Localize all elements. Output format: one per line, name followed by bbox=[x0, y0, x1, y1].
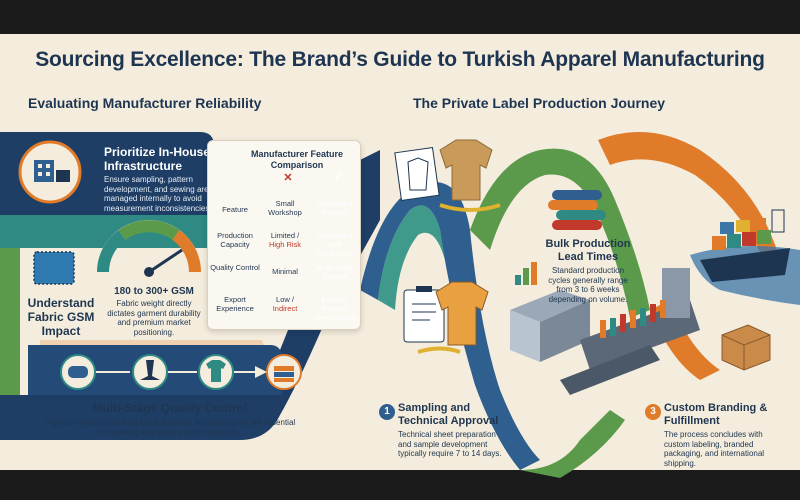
in-house-text: Ensure sampling, pattern development, an… bbox=[104, 175, 212, 213]
row-feature-export: Export Experience bbox=[216, 295, 254, 313]
step-3-badge: 3 bbox=[645, 404, 661, 420]
gsm-text: Fabric weight directly dictates garment … bbox=[107, 299, 201, 337]
row-small-capacity: Limited /High Risk bbox=[268, 231, 302, 249]
orange-shirt-icon bbox=[435, 281, 489, 346]
fabric-swatch-icon bbox=[33, 251, 75, 285]
comparison-title: Manufacturer Feature Comparison bbox=[250, 149, 344, 170]
col-header-feature: Feature bbox=[222, 205, 248, 214]
step-1-badge: 1 bbox=[379, 404, 395, 420]
bulk-title: Bulk Production Lead Times bbox=[545, 238, 631, 263]
comparison-table: Manufacturer Feature Comparison ✕ ✓ Feat… bbox=[207, 140, 361, 330]
gsm-range: 180 to 300+ GSM bbox=[114, 286, 194, 297]
in-house-title: Prioritize In-House Infrastructure bbox=[104, 145, 211, 173]
row-small-quality: Minimal bbox=[272, 267, 298, 276]
qc-step-fabric-roll-icon bbox=[60, 354, 96, 390]
qc-step-shirt-icon bbox=[198, 354, 234, 390]
qc-step-microscope-icon bbox=[132, 354, 168, 390]
center-green-ribbon bbox=[470, 148, 650, 318]
qc-text: Rigorous inspections from fabric arrival… bbox=[44, 418, 296, 437]
gsm-gauge-icon bbox=[97, 220, 201, 277]
measuring-tape-icon bbox=[439, 203, 501, 212]
right-orange-ribbon bbox=[598, 132, 780, 275]
step-1-title: Sampling and Technical Approval bbox=[398, 402, 499, 427]
qc-step-folded-stack-icon bbox=[266, 354, 302, 390]
row-factory-capacity: Structured Bulk Production bbox=[317, 231, 353, 258]
bar-chart-icon bbox=[515, 262, 537, 285]
bottom-green-ribbon bbox=[520, 410, 625, 478]
package-box-icon bbox=[721, 324, 771, 371]
shirt-sample-icon bbox=[439, 139, 493, 201]
qc-title: Multi-Stage Quality Control bbox=[92, 401, 248, 415]
left-section-heading: Evaluating Manufacturer Reliability bbox=[28, 95, 262, 111]
step-3-text: The process concludes with custom labeli… bbox=[664, 430, 765, 468]
tech-sheet-clipboard-icon bbox=[403, 286, 445, 343]
row-feature-capacity: Production Capacity bbox=[217, 231, 253, 249]
gsm-label: Understand Fabric GSM Impact bbox=[27, 296, 95, 338]
col-header-structured-factory: Structured Factory bbox=[317, 199, 353, 217]
production-line-icon bbox=[510, 268, 700, 395]
center-teal-ribbon bbox=[378, 205, 445, 310]
step-1-text: Technical sheet preparation and sample d… bbox=[398, 430, 502, 458]
center-blue-ribbon bbox=[360, 182, 540, 470]
cargo-ship-icon bbox=[700, 209, 790, 282]
fabric-rolls-icon bbox=[548, 190, 606, 230]
step-3-title: Custom Branding & Fulfillment bbox=[664, 402, 768, 427]
col-header-small-workshop: Small Workshop bbox=[268, 199, 302, 217]
row-factory-export: Europe-focused Direct Export bbox=[313, 295, 357, 322]
page-title: Sourcing Excellence: The Brand’s Guide t… bbox=[35, 48, 765, 71]
good-check-icon: ✓ bbox=[333, 171, 343, 183]
bad-x-icon: ✕ bbox=[283, 172, 293, 184]
right-section-heading: The Private Label Production Journey bbox=[413, 95, 666, 111]
row-factory-quality: Multi-stage System bbox=[316, 263, 354, 281]
factory-sewing-icon bbox=[18, 140, 82, 204]
tape-coil-icon bbox=[417, 346, 461, 354]
row-small-export: Low /Indirect bbox=[272, 295, 298, 313]
bulk-text: Standard production cycles generally ran… bbox=[548, 266, 628, 304]
garment-sketch-icon bbox=[394, 147, 440, 201]
green-ribbon bbox=[0, 248, 20, 400]
row-feature-quality: Quality Control bbox=[210, 263, 260, 272]
